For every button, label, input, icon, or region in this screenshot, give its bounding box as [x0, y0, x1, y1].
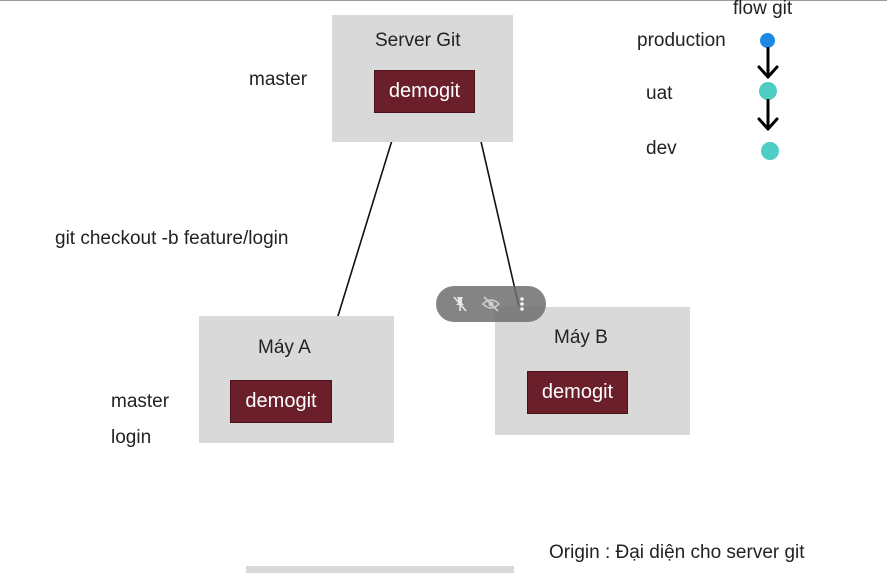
- flow-stage-uat-label: uat: [646, 83, 673, 104]
- machine-a-branch-login: login: [111, 427, 152, 448]
- flow-git-title: flow git: [733, 0, 793, 19]
- floating-toolbar: [436, 286, 546, 322]
- flow-stage-dev-dot: [761, 142, 779, 160]
- origin-note: Origin : Đại diện cho server git: [549, 542, 805, 563]
- server-repo-demogit[interactable]: demogit: [374, 70, 475, 113]
- machine-a-title: Máy A: [258, 337, 311, 358]
- server-branch-master: master: [249, 69, 308, 90]
- flow-stage-dev-label: dev: [646, 138, 677, 159]
- machine-b-repo-demogit[interactable]: demogit: [527, 371, 628, 414]
- top-border: [0, 0, 887, 1]
- unpin-icon[interactable]: [449, 293, 471, 315]
- machine-a-branch-master: master: [111, 391, 170, 412]
- server-git-title: Server Git: [375, 30, 461, 51]
- down-arrow-icon: [757, 99, 779, 131]
- hide-eye-icon[interactable]: [480, 293, 502, 315]
- git-checkout-command: git checkout -b feature/login: [55, 228, 289, 249]
- flow-stage-uat-dot: [759, 82, 777, 100]
- flow-stage-production-label: production: [637, 30, 726, 51]
- flow-stage-production-dot: [760, 33, 775, 48]
- partial-bottom-box: [246, 566, 514, 573]
- down-arrow-icon: [757, 47, 779, 79]
- machine-b-title: Máy B: [554, 327, 608, 348]
- machine-a-repo-demogit[interactable]: demogit: [230, 380, 332, 423]
- more-vertical-icon[interactable]: [511, 293, 533, 315]
